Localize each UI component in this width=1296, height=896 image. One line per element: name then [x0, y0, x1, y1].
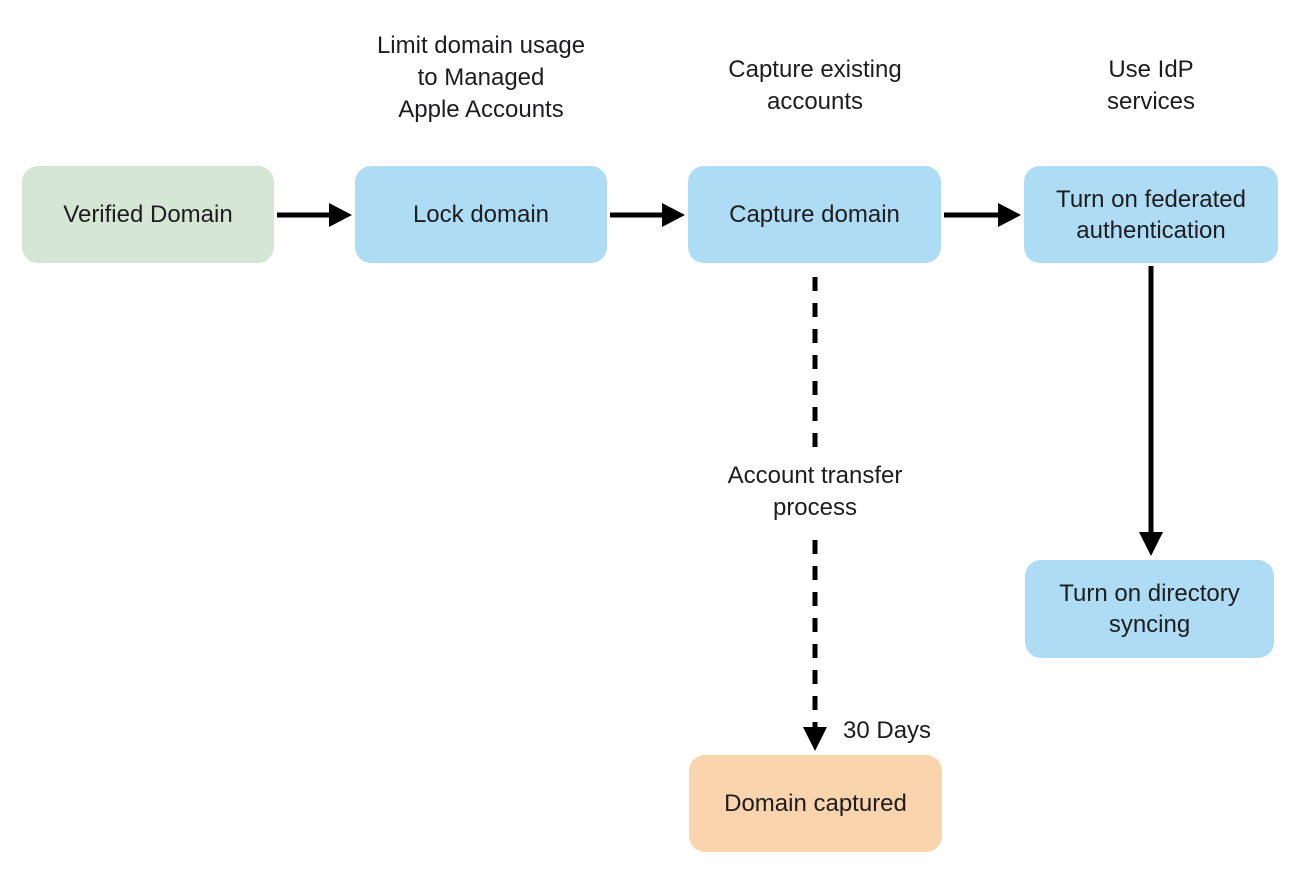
- annotation-thirty-days: 30 Days: [843, 717, 932, 744]
- node-turn-on-federated-authentication: Turn on federated authentication: [1024, 166, 1278, 263]
- node-verified-domain: Verified Domain: [22, 166, 274, 263]
- arrow-verified-to-lock: [277, 203, 352, 227]
- arrow-capture-to-federated: [944, 203, 1021, 227]
- annotation-limit-domain-usage: Limit domain usage to Managed Apple Acco…: [376, 32, 586, 123]
- arrow-lock-to-capture: [610, 203, 685, 227]
- annotation-capture-existing-accounts: Capture existing accounts: [728, 56, 902, 115]
- node-domain-captured: Domain captured: [689, 755, 942, 852]
- annotation-use-idp-services: Use IdP services: [1106, 56, 1196, 115]
- arrow-federated-to-directory: [1139, 266, 1163, 556]
- node-lock-domain: Lock domain: [355, 166, 607, 263]
- annotation-account-transfer-process: Account transfer process: [727, 462, 903, 521]
- node-turn-on-directory-syncing: Turn on directory syncing: [1025, 560, 1274, 658]
- node-capture-domain: Capture domain: [688, 166, 941, 263]
